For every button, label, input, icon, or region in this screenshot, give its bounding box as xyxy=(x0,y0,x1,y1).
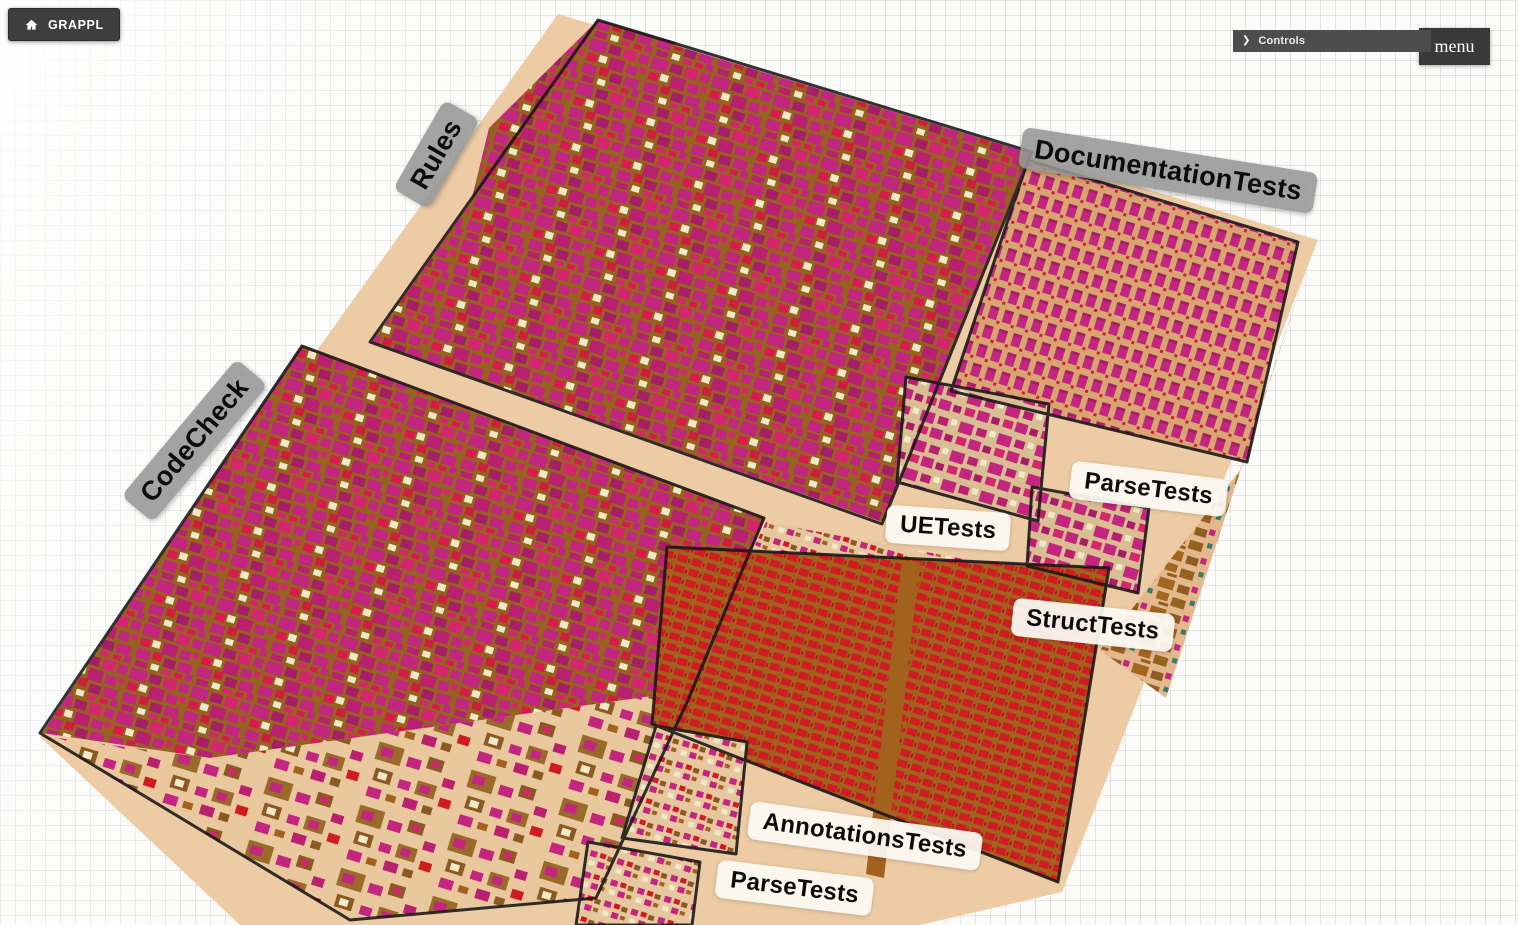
district-fill-rules-spill[interactable] xyxy=(470,20,676,238)
chevron-right-icon: ❯ xyxy=(1242,35,1251,46)
district-outline-structtests[interactable] xyxy=(650,545,1111,884)
district-outline-uetests[interactable] xyxy=(895,375,1051,523)
district-fill-periphery-right[interactable] xyxy=(1100,246,1314,698)
structtests-divider xyxy=(866,560,920,878)
district-fill-codecheck-dense[interactable] xyxy=(42,346,764,758)
district-outline-rules[interactable] xyxy=(368,18,1034,526)
district-outline-annotationstests[interactable] xyxy=(620,724,749,856)
district-outline-documentationtests[interactable] xyxy=(949,158,1300,464)
district-fill-structtests[interactable] xyxy=(652,547,1109,882)
district-fill-parsetests-bottom[interactable] xyxy=(576,842,700,925)
controls-panel-label: Controls xyxy=(1258,35,1306,47)
controls-panel-header[interactable]: ❯ Controls xyxy=(1233,30,1431,52)
district-outline-codecheck[interactable] xyxy=(38,344,766,922)
home-button-label: GRAPPL xyxy=(48,17,104,32)
home-icon xyxy=(24,18,39,32)
district-fill-annotationstests[interactable] xyxy=(622,726,747,854)
district-outline-parsetests-bottom[interactable] xyxy=(574,840,702,925)
home-button[interactable]: GRAPPL xyxy=(8,8,120,41)
district-fill-codecheck-sparse[interactable] xyxy=(42,690,696,920)
district-fill-uetests[interactable] xyxy=(897,377,1049,521)
district-fill-documentationtests[interactable] xyxy=(951,160,1298,462)
